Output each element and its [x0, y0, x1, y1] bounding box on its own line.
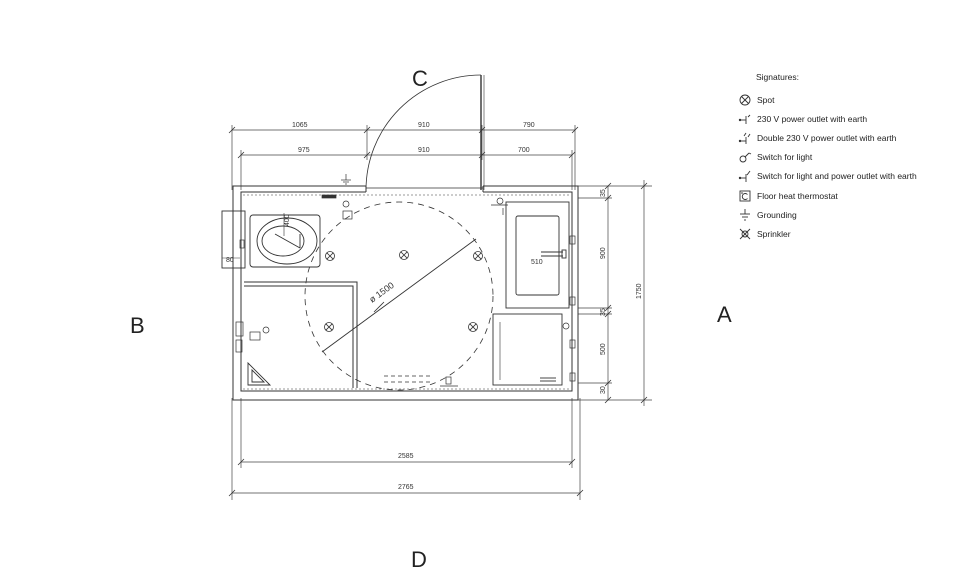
grounding-icon	[740, 208, 750, 221]
view-label-east: A	[717, 302, 732, 327]
legend-item-light-switch: Switch for light	[738, 148, 948, 167]
sprinkler-icon	[739, 228, 751, 240]
view-label-south: D	[411, 547, 427, 572]
dim-right-4: 500	[600, 343, 607, 355]
double-power-outlet-icon	[738, 132, 751, 144]
legend-item-sprinkler: Sprinkler	[738, 224, 948, 243]
corner-drain	[247, 361, 272, 386]
dim-right-3: 35	[600, 308, 607, 316]
dim-right-total: 1750	[636, 283, 643, 299]
view-label-north: C	[412, 66, 428, 91]
dim-left-small: 80	[226, 257, 234, 264]
legend-item-thermostat: Floor heat thermostat	[738, 186, 948, 205]
entry-door	[365, 74, 485, 191]
spot-lights	[324, 250, 483, 332]
legend-item-spot: Spot	[738, 90, 948, 109]
toilet	[221, 210, 321, 269]
floor-heat-thermostat-icon	[739, 190, 751, 201]
legend-label: Sprinkler	[757, 228, 791, 239]
light-switch-icon	[739, 152, 752, 163]
bottom-dimensions	[228, 398, 584, 500]
legend-label: Switch for light and power outlet with e…	[757, 171, 917, 182]
room-walls	[232, 184, 579, 401]
dim-toilet: 400	[284, 214, 291, 226]
shower-partition	[244, 281, 358, 388]
dim-top-outer-1: 1065	[292, 122, 308, 129]
spot-icon	[739, 94, 751, 106]
legend-item-light-power-switch: Switch for light and power outlet with e…	[738, 167, 948, 186]
legend-item-grounding: Grounding	[738, 205, 948, 224]
light-power-switch-icon	[738, 171, 751, 183]
legend-item-double-outlet: Double 230 V power outlet with earth	[738, 128, 948, 147]
legend-label: 230 V power outlet with earth	[757, 113, 868, 124]
right-dimensions	[578, 180, 652, 406]
legend-label: Switch for light	[757, 152, 813, 163]
spot-icon	[324, 322, 334, 332]
dim-right-1: 35	[600, 189, 607, 197]
dim-sink: 510	[531, 259, 543, 266]
dim-bottom-outer: 2765	[398, 484, 414, 491]
spot-icon	[468, 322, 478, 332]
spot-icon	[399, 250, 409, 260]
legend: Signatures: Spot 230 V power outlet with…	[738, 72, 948, 244]
top-dimensions	[228, 125, 579, 190]
legend-label: Spot	[757, 94, 775, 105]
legend-label: Floor heat thermostat	[757, 190, 838, 201]
dim-right-5: 30	[600, 386, 607, 394]
dim-top-outer-3: 790	[523, 122, 535, 129]
turning-circle	[304, 201, 494, 391]
legend-item-power-outlet: 230 V power outlet with earth	[738, 109, 948, 128]
dim-top-inner-2: 910	[418, 147, 430, 154]
dim-top-inner-3: 700	[518, 147, 530, 154]
dim-right-2: 900	[600, 247, 607, 259]
lower-cabinet	[492, 313, 563, 386]
dim-bottom-inner: 2585	[398, 453, 414, 460]
spot-icon	[325, 251, 335, 261]
dim-top-inner-1: 975	[298, 147, 310, 154]
fittings	[235, 174, 576, 387]
legend-label: Double 230 V power outlet with earth	[757, 132, 897, 143]
power-outlet-icon	[738, 114, 751, 124]
sink-cabinet	[505, 201, 570, 309]
dim-top-outer-2: 910	[418, 122, 430, 129]
spot-icon	[473, 251, 483, 261]
view-label-west: B	[130, 313, 145, 338]
legend-label: Grounding	[757, 209, 797, 220]
legend-title: Signatures:	[756, 72, 799, 82]
